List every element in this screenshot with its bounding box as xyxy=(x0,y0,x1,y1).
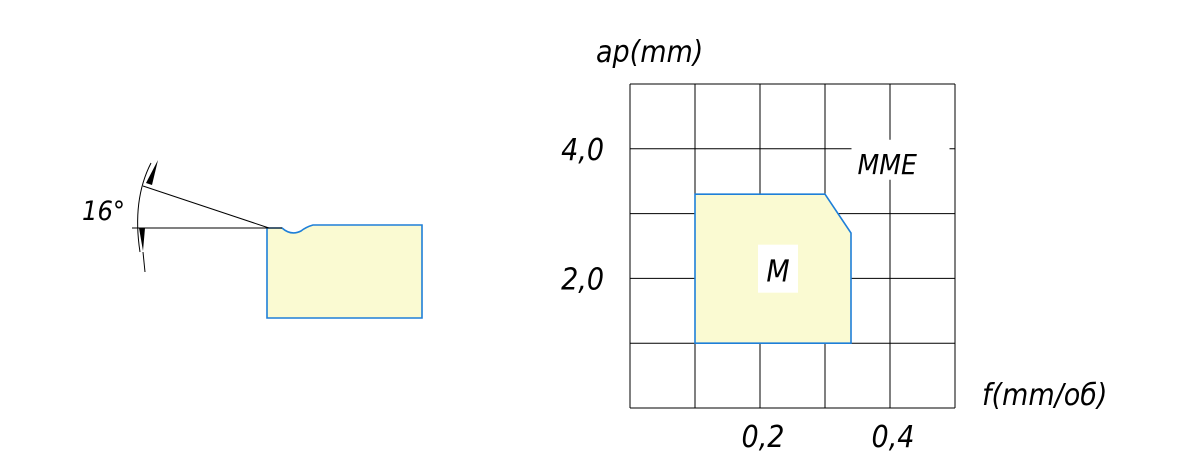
insert-profile: 16° xyxy=(82,160,423,319)
region-label-background xyxy=(758,244,798,293)
angle-arc xyxy=(137,162,152,253)
angle-label: 16° xyxy=(82,196,125,227)
annotation-background xyxy=(851,139,950,180)
angle-arrow-top xyxy=(146,160,158,185)
insert-body xyxy=(266,224,423,319)
rake-angle-line xyxy=(142,185,270,229)
y-tick-label: 4,0 xyxy=(561,133,604,168)
angle-arrow-bottom xyxy=(139,228,145,251)
x-tick-label: 0,2 xyxy=(742,420,785,455)
x-tick-label: 0,4 xyxy=(872,420,915,455)
chip-breaking-chart: M MME 0,2 0,4 2,0 4,0 ap(mm) f(mm/об) xyxy=(561,35,1107,455)
x-axis-label: f(mm/об) xyxy=(982,378,1107,413)
region-label: M xyxy=(766,255,789,290)
chart-regions: M MME xyxy=(694,139,950,345)
y-tick-label: 2,0 xyxy=(561,262,604,297)
chart-ticks: 0,2 0,4 2,0 4,0 xyxy=(561,133,914,455)
y-axis-label: ap(mm) xyxy=(596,35,703,70)
annotation-label: MME xyxy=(858,148,917,181)
angle-arrow-tail xyxy=(142,251,146,273)
